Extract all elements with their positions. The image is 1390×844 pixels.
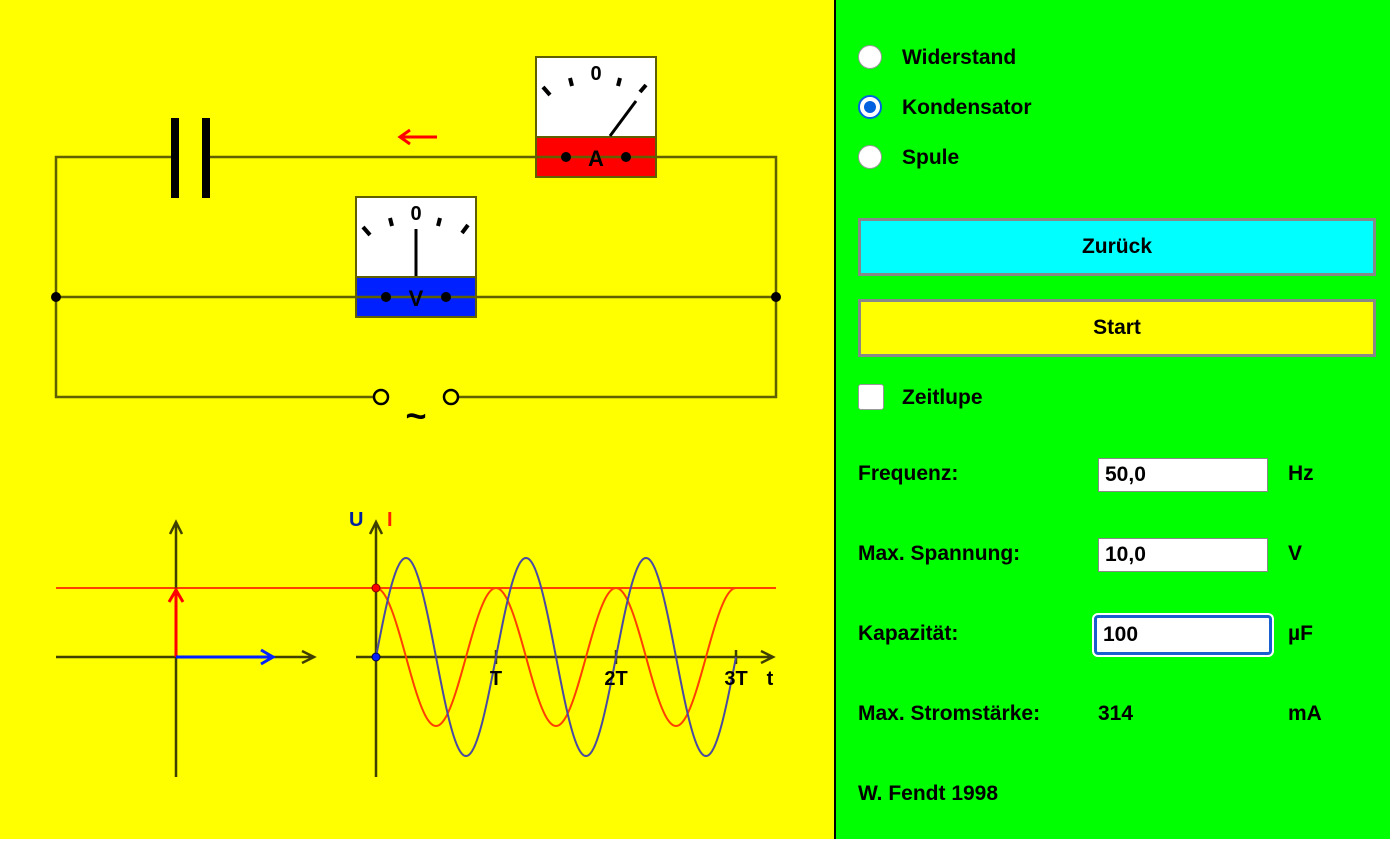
radio-spule[interactable] [858, 145, 882, 169]
svg-text:V: V [409, 286, 424, 311]
tick-3T: 3T [724, 668, 747, 690]
source-terminal-left [372, 388, 390, 406]
radio-widerstand[interactable] [858, 45, 882, 69]
ammeter: 0 A [535, 56, 657, 178]
i-axis-label: I [387, 509, 393, 531]
voltage-unit: V [1288, 542, 1303, 565]
start-button[interactable]: Start [858, 299, 1376, 357]
credit: W. Fendt 1998 [858, 782, 999, 805]
simulation-canvas: ~ 0 A 0 V U I T 2T 3T t [0, 0, 834, 839]
voltage-label: Max. Spannung: [858, 542, 1021, 565]
svg-text:0: 0 [410, 203, 421, 225]
t-axis-label: t [767, 668, 774, 690]
tick-T: T [490, 668, 502, 690]
graph-axes [356, 519, 776, 777]
tick-2T: 2T [604, 668, 627, 690]
radio-kondensator-label[interactable]: Kondensator [902, 96, 1032, 119]
voltage-input[interactable] [1098, 538, 1268, 572]
slowmo-label[interactable]: Zeitlupe [902, 386, 983, 409]
circuit-and-graph: ~ 0 A 0 V U I T 2T 3T t [51, 56, 781, 777]
frequency-input[interactable] [1098, 458, 1268, 492]
phasor-axes [56, 519, 317, 777]
current-phasor-arrow [167, 587, 185, 657]
ac-source-symbol: ~ [405, 395, 426, 436]
slowmo-checkbox[interactable] [858, 384, 884, 410]
capacitance-input[interactable] [1092, 613, 1274, 657]
capacitor-symbol [171, 118, 210, 198]
radio-widerstand-label[interactable]: Widerstand [902, 46, 1017, 69]
u-axis-label: U [349, 509, 363, 531]
svg-text:0: 0 [590, 63, 601, 85]
radio-kondensator[interactable] [858, 95, 882, 119]
frequency-label: Frequenz: [858, 462, 959, 485]
radio-spule-label[interactable]: Spule [902, 146, 960, 169]
max-current-unit: mA [1288, 702, 1322, 725]
voltage-curve [375, 556, 737, 758]
current-direction-arrow-icon [397, 128, 437, 146]
back-button[interactable]: Zurück [858, 218, 1376, 276]
voltage-phasor-arrow [176, 648, 276, 666]
current-marker [371, 583, 381, 593]
source-terminal-right [442, 388, 460, 406]
voltage-marker [371, 652, 381, 662]
current-curve [375, 586, 737, 728]
max-current-label: Max. Stromstärke: [858, 702, 1041, 725]
svg-text:A: A [588, 146, 604, 171]
max-current-value: 314 [1098, 702, 1134, 725]
capacitance-label: Kapazität: [858, 622, 959, 645]
junction-right [771, 292, 781, 302]
voltmeter: 0 V [355, 196, 477, 318]
frequency-unit: Hz [1288, 462, 1314, 485]
capacitance-unit: µF [1288, 622, 1313, 645]
control-panel: Widerstand Kondensator Spule Zurück Star… [834, 0, 1390, 839]
junction-left [51, 292, 61, 302]
